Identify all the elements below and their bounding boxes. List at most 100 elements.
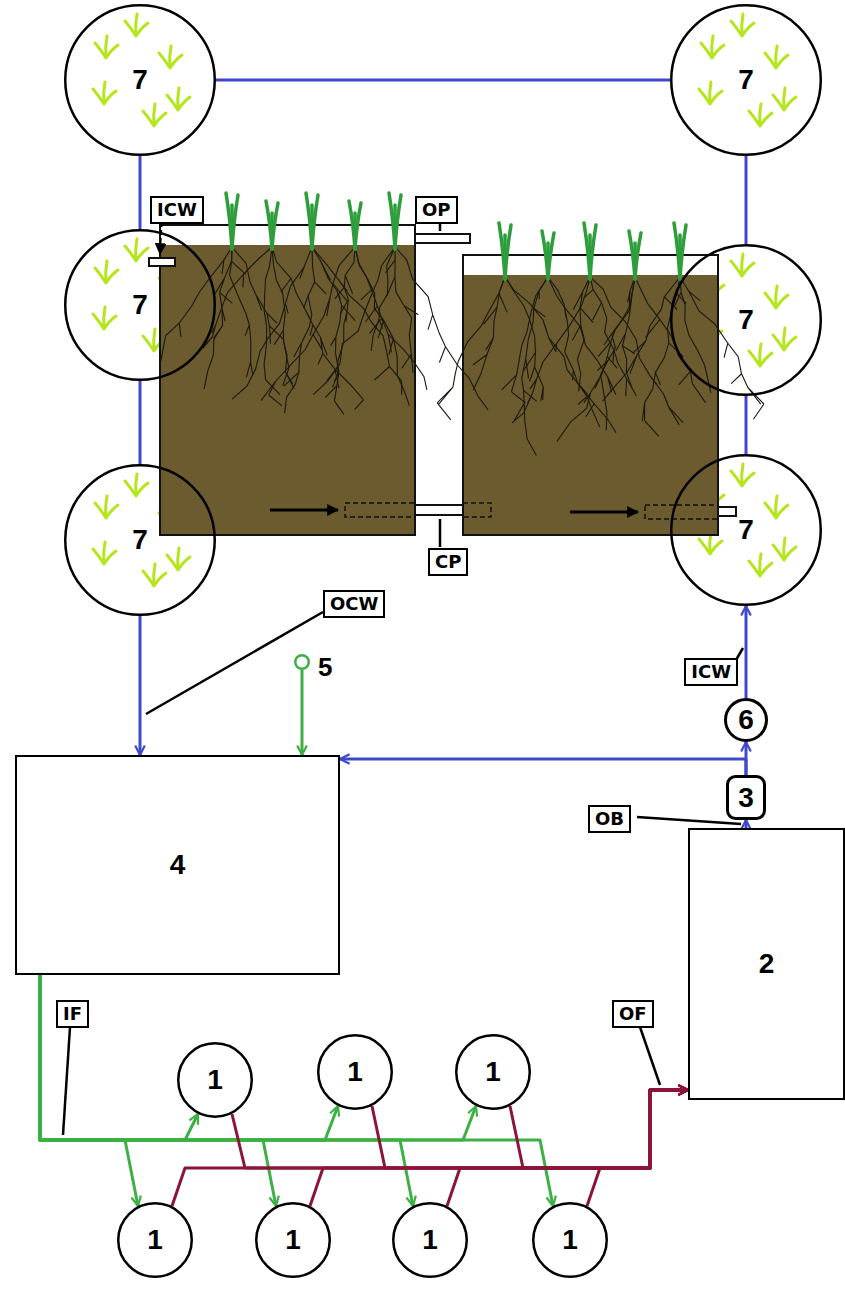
pipe-connector [40,975,338,1140]
plant-tuft [773,88,796,110]
plants [226,193,686,279]
pipe-connector [301,670,304,755]
plant-blade [680,225,686,279]
root [230,247,253,377]
outlet-pipe [415,234,470,243]
outlet-pipe [718,507,736,516]
flow-arrow [270,509,338,512]
pipe-connector [139,616,142,755]
circle-outline [671,5,821,155]
wetland-cell: 7 [670,244,822,396]
root [204,247,246,389]
plant-blade [505,225,511,279]
callout-number: 6 [738,706,754,734]
wetland-cell: 7 [670,454,822,606]
callout-number: 1 [485,1058,501,1086]
pipe-connector [40,975,198,1140]
leader-line [439,223,442,231]
callout-number: 5 [318,654,332,680]
wetland-cell: 7 [64,464,216,616]
leader-line [637,817,741,824]
callout-number: 1 [285,1226,301,1254]
wetland-cell: 7 [670,4,822,156]
plant-tuft [765,46,788,68]
callout-number: 7 [132,291,148,319]
callout-number: 7 [132,66,148,94]
source-unit: 1 [532,1202,608,1278]
circle-outline [533,1203,607,1277]
plant-tuft [93,82,116,104]
leader-line [640,1027,660,1085]
plant-tuft [773,538,796,560]
root [333,247,355,387]
circle-outline [318,1035,392,1109]
plant-tuft [765,496,788,518]
leader-line [439,519,442,547]
collection-tank: 2 [688,828,845,1100]
circle-outline [178,1043,252,1117]
storage-tank: 4 [15,755,340,975]
source-unit: 1 [117,1202,193,1278]
plant-tuft [125,239,148,261]
inlet-pipe [149,258,175,266]
source-unit: 1 [317,1034,393,1110]
pipe-connector [232,1090,688,1168]
plant-tuft [93,542,116,564]
root [514,277,548,456]
callout-label: ICW [150,196,204,224]
pipe-connector [510,1090,688,1168]
callout-number: 3 [738,784,754,812]
plant-tuft [731,14,754,36]
plant-tufts [93,14,796,586]
plant-blade [395,195,401,249]
leader-line [63,1027,70,1135]
leader-lines [63,222,743,1135]
plant-tuft [749,104,772,126]
root [355,247,427,390]
plant-blade [232,195,238,249]
box-outline [16,756,339,974]
plant-tuft [95,496,118,518]
wetland-tank [160,225,415,535]
root [371,247,395,351]
plant-tuft [159,46,182,68]
plant-blade [312,195,318,249]
pipe-connector [216,79,670,82]
pipe-connector [139,381,142,464]
plant-tuft [773,328,796,350]
circle-outline [456,1035,530,1109]
plant-tuft [731,464,754,486]
callout-number: 7 [738,306,754,334]
root [680,277,764,419]
plant-blade [355,203,361,249]
box-outline [689,829,844,1099]
root [597,277,635,430]
circle-outline [726,700,767,741]
plant-tuft [93,307,116,329]
plant-blade [548,233,554,279]
root [557,277,635,442]
dosing-point: 5 [294,654,310,670]
root [386,247,419,373]
callout-number: 2 [759,950,775,978]
circle-outline [256,1203,330,1277]
plant-tuft [167,548,190,570]
pipe-connector [40,975,276,1206]
root [232,247,312,399]
root [437,277,507,420]
pipe-connector [340,759,746,775]
plant-blade [635,233,641,279]
plant-blade [272,203,278,249]
pipe-connector [745,820,748,828]
root [473,277,505,390]
callout-number: 7 [738,516,754,544]
root [313,247,395,395]
callout-label: OP [415,196,458,224]
pipe-connector [139,156,142,229]
pipe-connector [372,1090,688,1168]
circle-outline [671,245,821,395]
source-unit: 1 [255,1202,331,1278]
circle-outline [65,5,215,155]
circle-outline [393,1203,467,1277]
node-outline [294,654,310,670]
